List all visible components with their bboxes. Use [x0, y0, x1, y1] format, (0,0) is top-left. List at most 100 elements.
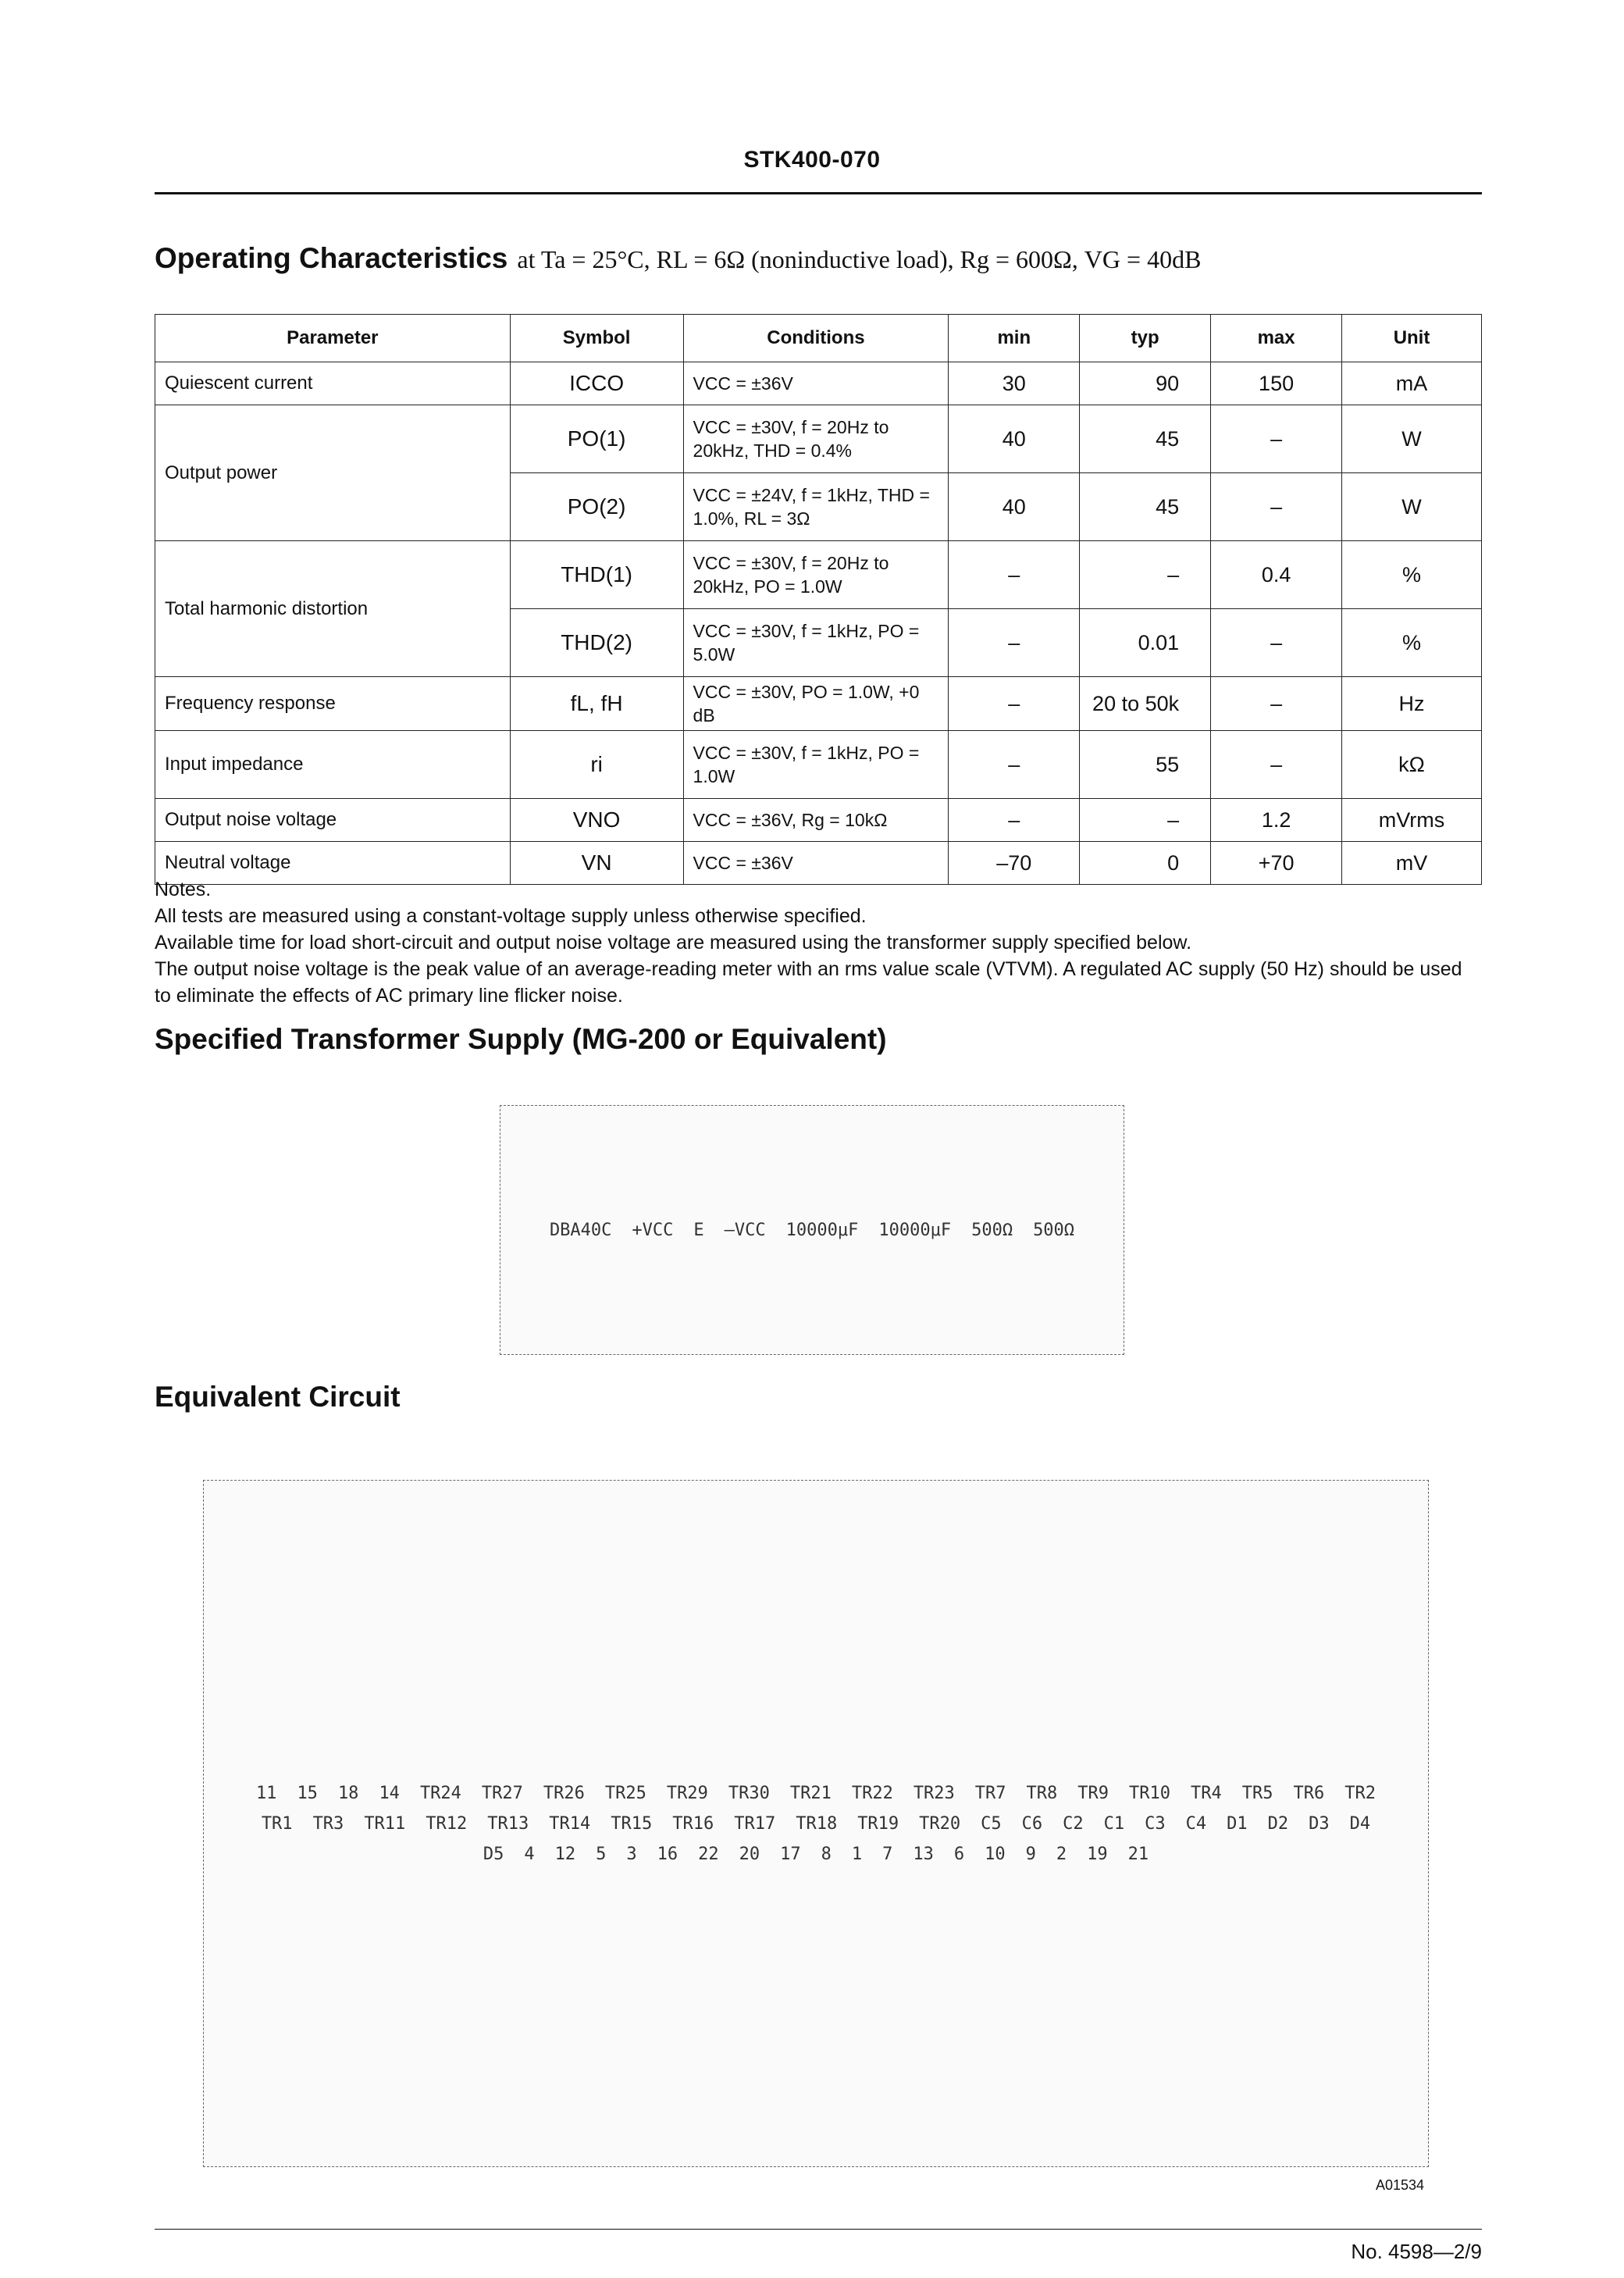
- diagram-label: 11: [255, 1783, 277, 1803]
- diagram-label: TR26: [543, 1783, 585, 1803]
- diagram-label: 1: [851, 1844, 863, 1864]
- diagram-label: TR20: [919, 1813, 961, 1834]
- parameter-cell: Output noise voltage: [155, 798, 511, 842]
- unit-cell: Hz: [1341, 676, 1482, 731]
- symbol-cell: PO(1): [509, 405, 684, 473]
- diagram-label: 6: [953, 1844, 965, 1864]
- header-rule: [155, 192, 1482, 194]
- max-cell: 150: [1210, 362, 1343, 405]
- symbol-cell: ri: [509, 730, 684, 799]
- operating-title: Operating Characteristics: [155, 242, 508, 274]
- table-row: Quiescent current ICCO VCC = ±36V 30 90 …: [155, 362, 1482, 405]
- diagram-label: TR8: [1026, 1783, 1058, 1803]
- diagram-label: 20: [739, 1844, 760, 1864]
- diagram-label: TR3: [312, 1813, 344, 1834]
- diagram-label: C1: [1103, 1813, 1125, 1834]
- max-cell: –: [1210, 608, 1343, 677]
- diagram-label: 4: [524, 1844, 535, 1864]
- typ-cell: –: [1079, 540, 1212, 609]
- symbol-cell: VN: [509, 841, 684, 885]
- conditions-cell: VCC = ±36V, Rg = 10kΩ: [682, 798, 949, 842]
- symbol-cell: VNO: [509, 798, 684, 842]
- parameter-cell: Quiescent current: [155, 362, 511, 405]
- max-cell: 1.2: [1210, 798, 1343, 842]
- diagram-label: TR12: [426, 1813, 468, 1834]
- diagram-label: TR30: [728, 1783, 770, 1803]
- diagram-label: TR1: [261, 1813, 293, 1834]
- diagram-label: 500Ω: [1033, 1220, 1075, 1240]
- diagram-label: +VCC: [632, 1220, 674, 1240]
- min-cell: 30: [948, 362, 1081, 405]
- notes-line: Available time for load short-circuit an…: [155, 932, 1192, 954]
- column-header: Unit: [1341, 314, 1482, 362]
- min-cell: –: [948, 540, 1081, 609]
- diagram-label: 22: [698, 1844, 719, 1864]
- diagram-label: 21: [1127, 1844, 1149, 1864]
- diagram-label: 17: [780, 1844, 801, 1864]
- diagram-label: TR19: [857, 1813, 899, 1834]
- conditions-cell: VCC = ±30V, f = 1kHz, PO = 1.0W: [682, 730, 949, 799]
- diagram-label: DBA40C: [549, 1220, 612, 1240]
- unit-cell: W: [1341, 472, 1482, 541]
- typ-cell: 90: [1079, 362, 1212, 405]
- diagram-label: TR18: [796, 1813, 838, 1834]
- column-header: max: [1210, 314, 1343, 362]
- table-row: Output power PO(1) VCC = ±30V, f = 20Hz …: [155, 405, 1482, 541]
- column-header: typ: [1079, 314, 1212, 362]
- operating-conditions: at Ta = 25°C, RL = 6Ω (noninductive load…: [517, 245, 1202, 273]
- circuit-code: A01534: [1376, 2177, 1425, 2193]
- conditions-cell: VCC = ±36V: [682, 362, 949, 405]
- diagram-label: 18: [337, 1783, 359, 1803]
- page-number: No. 4598—2/9: [1351, 2240, 1482, 2263]
- min-cell: –: [948, 798, 1081, 842]
- symbol-cell: THD(2): [509, 608, 684, 677]
- transformer-labels: DBA40C +VCC E –VCC 10000μF 10000μF 500Ω …: [550, 1221, 1074, 1240]
- operating-characteristics-heading: Operating Characteristics at Ta = 25°C, R…: [155, 242, 1201, 275]
- diagram-label: D5: [483, 1844, 504, 1864]
- unit-cell: kΩ: [1341, 730, 1482, 799]
- max-cell: –: [1210, 730, 1343, 799]
- diagram-label: TR15: [611, 1813, 653, 1834]
- column-header: Symbol: [509, 314, 684, 362]
- conditions-cell: VCC = ±30V, PO = 1.0W, +0 dB: [682, 676, 949, 731]
- max-cell: –: [1210, 676, 1343, 731]
- diagram-label: TR17: [734, 1813, 776, 1834]
- unit-cell: %: [1341, 540, 1482, 609]
- diagram-label: 10000μF: [878, 1220, 952, 1240]
- diagram-label: 13: [913, 1844, 934, 1864]
- diagram-label: TR23: [913, 1783, 955, 1803]
- diagram-label: 9: [1025, 1844, 1036, 1864]
- unit-cell: W: [1341, 405, 1482, 473]
- diagram-label: 10: [985, 1844, 1006, 1864]
- typ-cell: 0: [1079, 841, 1212, 885]
- diagram-label: TR24: [419, 1783, 461, 1803]
- diagram-label: TR7: [974, 1783, 1006, 1803]
- diagram-label: TR6: [1293, 1783, 1325, 1803]
- table-row: Output noise voltage VNO VCC = ±36V, Rg …: [155, 798, 1482, 842]
- unit-cell: %: [1341, 608, 1482, 677]
- diagram-label: 8: [821, 1844, 832, 1864]
- diagram-label: TR22: [851, 1783, 893, 1803]
- symbol-cell: PO(2): [509, 472, 684, 541]
- diagram-label: TR16: [672, 1813, 714, 1834]
- diagram-label: 19: [1087, 1844, 1108, 1864]
- diagram-label: C2: [1063, 1813, 1084, 1834]
- unit-cell: mA: [1341, 362, 1482, 405]
- max-cell: –: [1210, 405, 1343, 473]
- typ-cell: –: [1079, 798, 1212, 842]
- diagram-label: C4: [1185, 1813, 1207, 1834]
- diagram-label: 15: [297, 1783, 318, 1803]
- min-cell: –: [948, 730, 1081, 799]
- diagram-label: E: [693, 1220, 704, 1240]
- min-cell: 40: [948, 405, 1081, 473]
- parameter-cell: Total harmonic distortion: [155, 540, 511, 677]
- diagram-label: D1: [1227, 1813, 1248, 1834]
- diagram-label: TR11: [364, 1813, 406, 1834]
- diagram-label: 5: [596, 1844, 607, 1864]
- diagram-label: TR29: [666, 1783, 708, 1803]
- unit-cell: mVrms: [1341, 798, 1482, 842]
- typ-cell: 45: [1079, 472, 1212, 541]
- symbol-cell: ICCO: [509, 362, 684, 405]
- symbol-cell: fL, fH: [509, 676, 684, 731]
